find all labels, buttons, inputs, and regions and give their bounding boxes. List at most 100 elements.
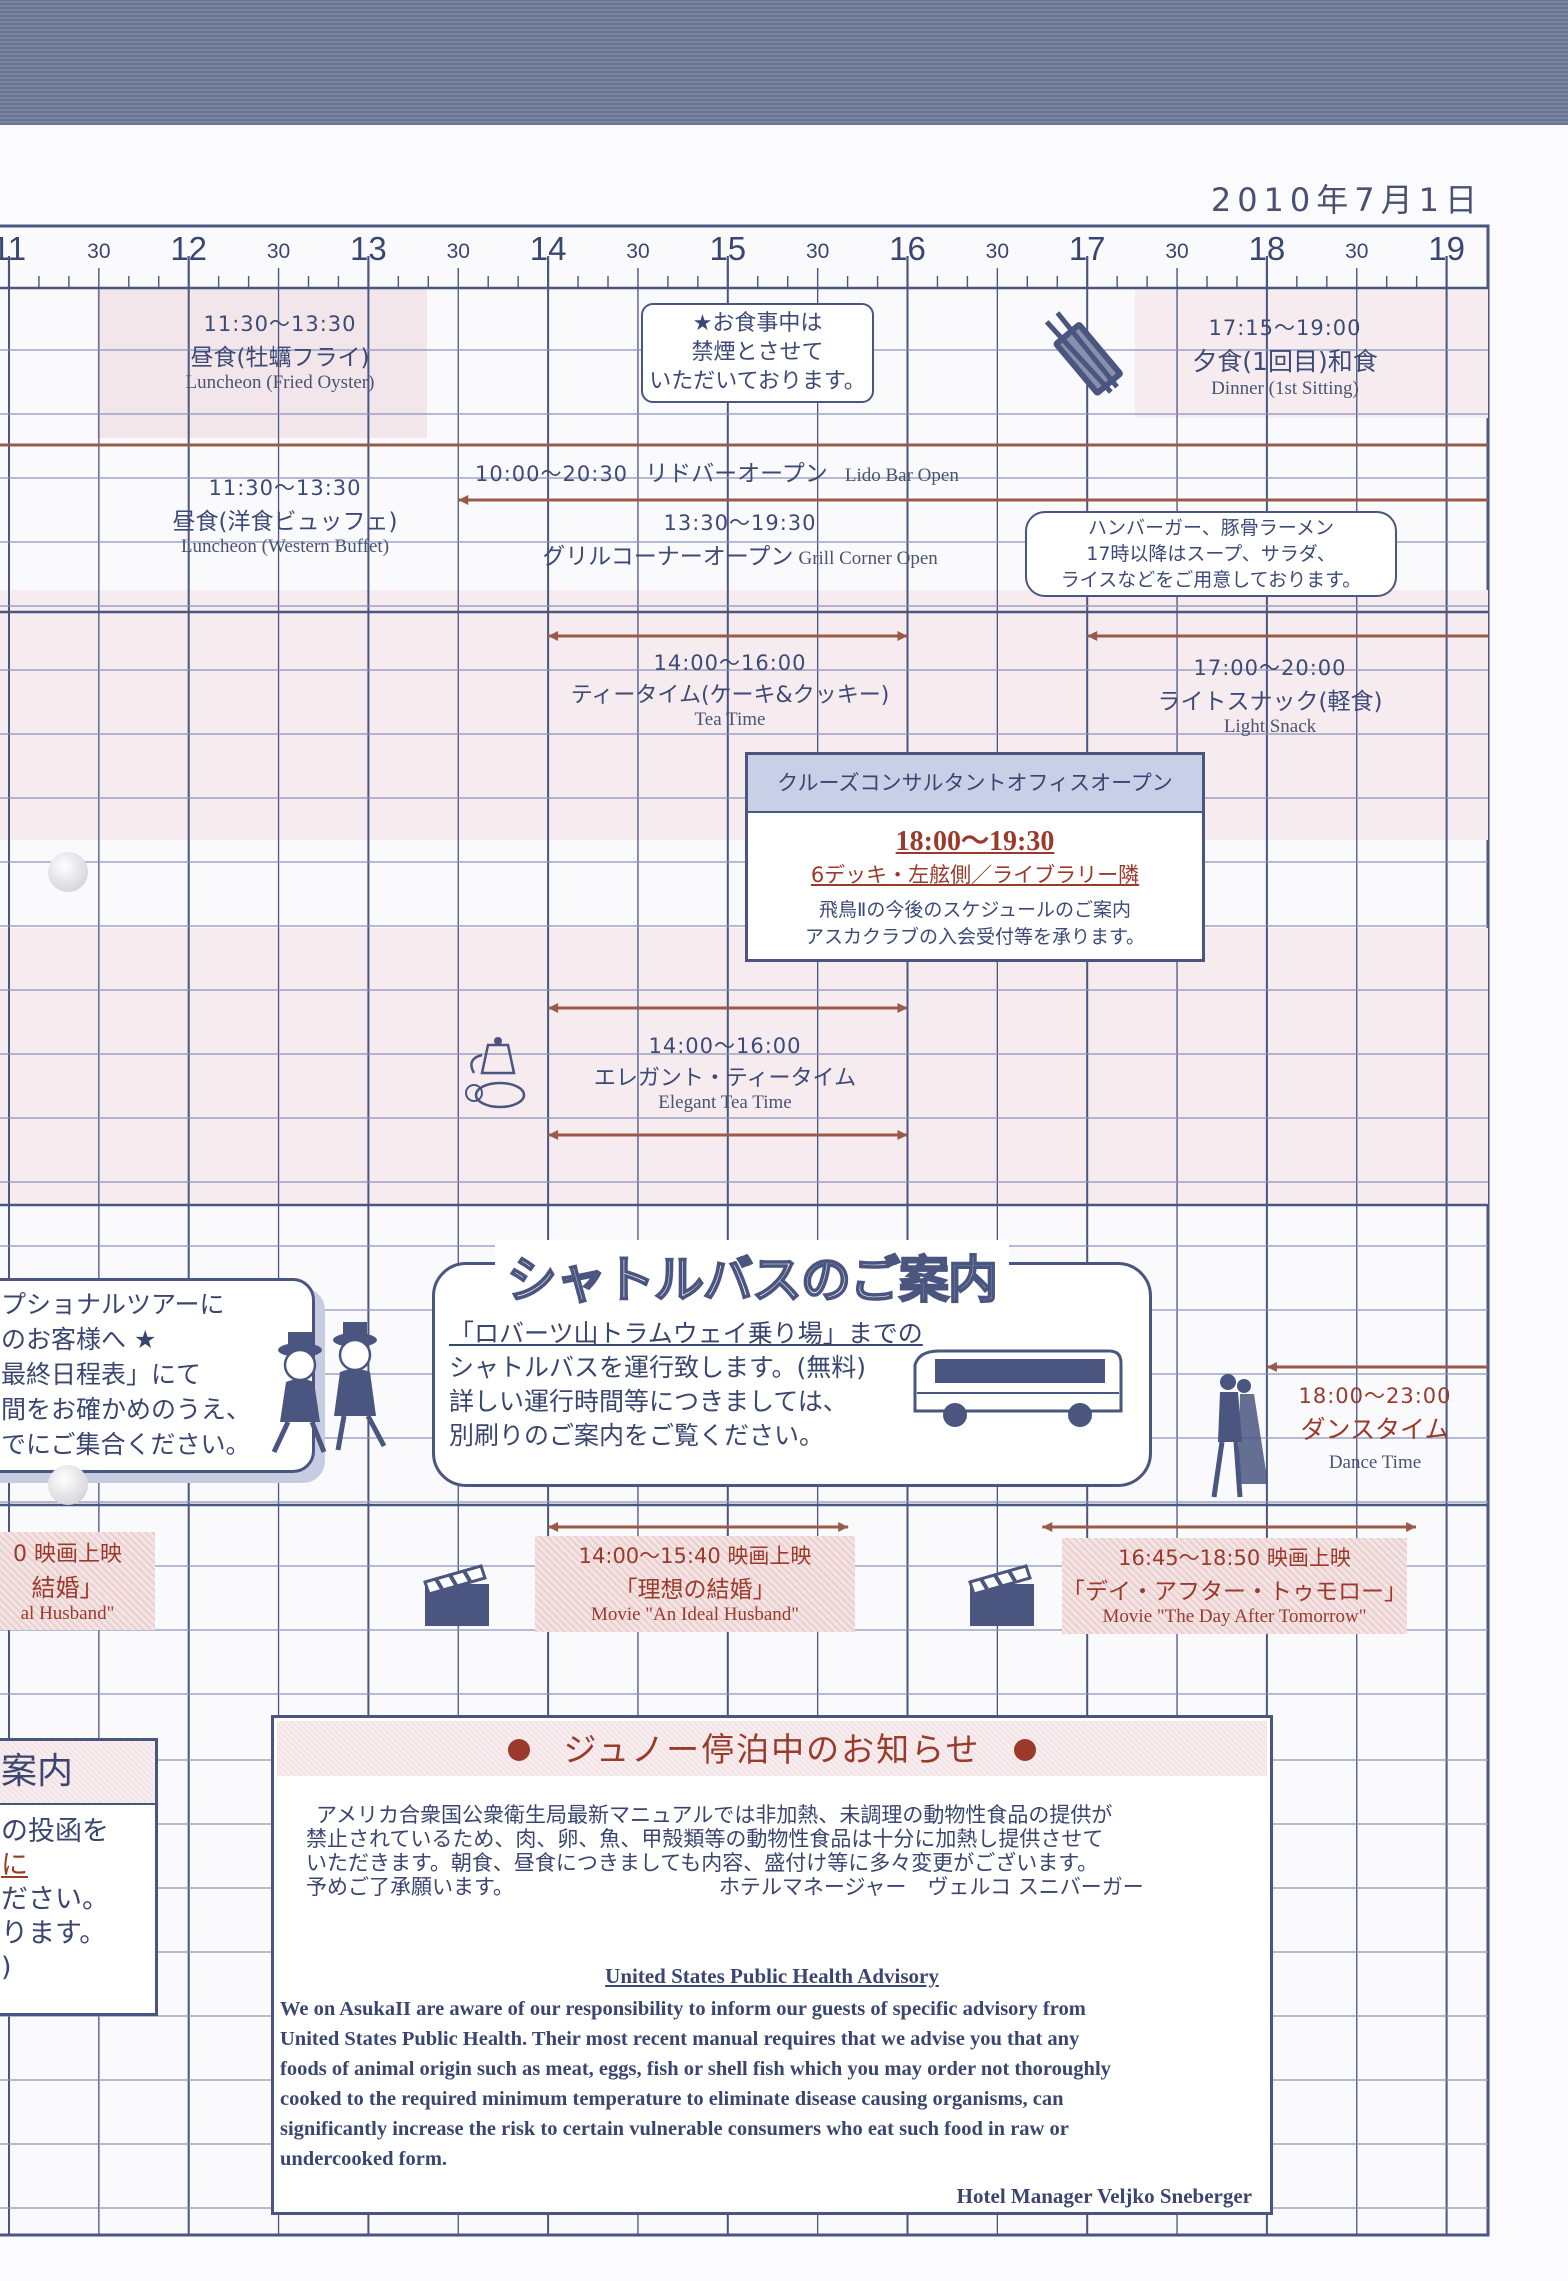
notice-en-title: United States Public Health Advisory <box>605 1964 939 1988</box>
movie1-l1: 0 映画上映 <box>13 1542 122 1567</box>
hour-label: 14 <box>530 230 567 267</box>
half-hour-label: 30 <box>1345 240 1368 263</box>
dance-time-time: 18:00～23:00 <box>1298 1384 1452 1408</box>
luncheon-oyster-time: 11:30～13:30 <box>203 312 357 336</box>
half-hour-label: 30 <box>1165 240 1188 263</box>
movie1-l2: 結婚」 <box>31 1574 104 1602</box>
no-smoking-l2: 禁煙とさせて <box>691 340 824 365</box>
movie3-box: 16:45～18:50 映画上映 「デイ・アフター・トゥモロー」 Movie "… <box>1062 1538 1407 1634</box>
shuttle-l2: シャトルバスを運行致します。(無料) <box>449 1353 867 1382</box>
grill-note-l2: 17時以降はスープ、サラダ、 <box>1086 543 1336 565</box>
left-info-l1: の投函を <box>1 1816 109 1847</box>
teapot-icon <box>465 1037 526 1109</box>
clapperboard-icon <box>968 1564 1034 1626</box>
half-hour-label: 30 <box>806 240 829 263</box>
consultant-box: クルーズコンサルタントオフィスオープン 18:00～19:30 6デッキ・左舷側… <box>745 752 1205 962</box>
grill-note-l3: ライスなどをご用意しております。 <box>1060 569 1362 591</box>
movie3-l1: 16:45～18:50 映画上映 <box>1118 1546 1351 1570</box>
tour-l5: でにご集合ください。 <box>1 1430 251 1459</box>
shuttle-title: シャトルバスのご案内 <box>495 1240 1009 1312</box>
dinner: 17:15～19:00 夕食(1回目)和食 Dinner (1st Sittin… <box>1140 312 1430 400</box>
light-snack-time: 17:00～20:00 <box>1193 656 1347 680</box>
left-info-l3: ださい。 <box>1 1884 109 1915</box>
punch-hole <box>48 852 88 892</box>
elegant-tea-en: Elegant Tea Time <box>658 1092 792 1113</box>
notice-en-sign: Hotel Manager Veljko Sneberger <box>956 2184 1252 2208</box>
hour-label: 13 <box>350 230 387 267</box>
hour-label: 18 <box>1249 230 1286 267</box>
event-band <box>0 928 1488 1205</box>
notice-en6: undercooked form. <box>280 2148 448 2170</box>
light-snack-en: Light Snack <box>1223 716 1317 737</box>
luncheon-buffet-en: Luncheon (Western Buffet) <box>180 536 390 557</box>
chopsticks-icon <box>1044 311 1123 396</box>
movie1-box: 0 映画上映 結婚」 al Husband" <box>0 1532 155 1630</box>
left-info-l2: に <box>1 1850 28 1881</box>
hour-label: 17 <box>1069 230 1106 267</box>
movie3-l2: 「デイ・アフター・トゥモロー」 <box>1062 1579 1407 1605</box>
notice-en1: We on AsukaII are aware of our responsib… <box>280 1998 1086 2020</box>
lido-bar-time: 10:00～20:30 <box>475 462 629 486</box>
notice-title-bar: ジュノー停泊中のお知らせ <box>277 1721 1267 1776</box>
dance-time-en: Dance Time <box>1328 1452 1422 1473</box>
tour-l3: 最終日程表」にて <box>1 1360 202 1389</box>
dance-time-jp: ダンスタイム <box>1300 1415 1450 1444</box>
bus-icon <box>913 1349 1123 1427</box>
notice-jp2: 禁止されているため、肉、卵、魚、甲殻類等の動物性食品は十分に加熱し提供させて <box>306 1827 1104 1851</box>
luncheon-oyster: 11:30～13:30 昼食(牡蠣フライ) Luncheon (Fried Oy… <box>150 308 410 394</box>
tour-box: プショナルツアーに のお客様へ ★ 最終日程表」にて 間をお確かめのうえ、 でに… <box>0 1278 315 1473</box>
half-hour-label: 30 <box>626 240 649 263</box>
notice-bullet-icon <box>508 1738 531 1761</box>
elegant-tea-time: 14:00～16:00 <box>648 1034 802 1058</box>
notice-jp3: いただきます。朝食、昼食につきましても内容、盛付け等に多々変更がございます。 <box>306 1851 1099 1875</box>
movie1-l3: al Husband" <box>20 1603 115 1624</box>
notice-box: ジュノー停泊中のお知らせ アメリカ合衆国公衆衛生局最新マニュアルでは非加熱、未調… <box>271 1715 1273 2215</box>
hour-label: 11 <box>0 230 26 267</box>
left-info-l5: ) <box>1 1952 12 1983</box>
movie3-l3: Movie "The Day After Tomorrow" <box>1102 1606 1367 1627</box>
shuttle-l1: 「ロバーツ山トラムウェイ乗り場」までの <box>449 1319 923 1348</box>
half-hour-label: 30 <box>986 240 1009 263</box>
notice-jp4: 予めご了承願います。 <box>306 1875 514 1899</box>
elegant-tea-jp: エレガント・ティータイム <box>593 1066 857 1091</box>
dancers-icon <box>1211 1374 1268 1498</box>
dinner-time: 17:15～19:00 <box>1208 316 1362 340</box>
movie2-l2: 「理想の結婚」 <box>614 1577 776 1603</box>
dinner-en: Dinner (1st Sitting) <box>1211 378 1359 399</box>
left-info-box: 案内 の投函を に ださい。 ります。 ) <box>0 1738 158 2016</box>
dance-time: 18:00～23:00 ダンスタイム Dance Time <box>1265 1380 1485 1474</box>
no-smoking-l1: ★お食事中は <box>692 311 823 336</box>
notice-jp1: アメリカ合衆国公衆衛生局最新マニュアルでは非加熱、未調理の動物性食品の提供が <box>316 1803 1113 1827</box>
consultant-place: 6デッキ・左舷側／ライブラリー隣 <box>810 863 1140 887</box>
grill-note-l1: ハンバーガー、豚骨ラーメン <box>1087 517 1335 539</box>
date-text: 2010年7月1日 <box>1210 181 1483 219</box>
luncheon-oyster-jp: 昼食(牡蠣フライ) <box>190 345 370 371</box>
luncheon-oyster-en: Luncheon (Fried Oyster) <box>185 372 375 393</box>
tea-time: 14:00～16:00 ティータイム(ケーキ&クッキー) Tea Time <box>560 647 900 731</box>
movie2-l1: 14:00～15:40 映画上映 <box>578 1544 812 1568</box>
consultant-l2: アスカクラブの入会受付等を承ります。 <box>804 926 1146 948</box>
travelers-icon <box>271 1322 387 1454</box>
elegant-tea: 14:00～16:00 エレガント・ティータイム Elegant Tea Tim… <box>575 1030 875 1114</box>
hour-label: 19 <box>1428 230 1465 267</box>
hour-label: 16 <box>889 230 926 267</box>
light-snack-jp: ライトスナック(軽食) <box>1157 689 1383 715</box>
grill-time: 13:30～19:30 <box>663 511 817 535</box>
tea-time-en: Tea Time <box>694 709 766 730</box>
top-band <box>0 0 1568 125</box>
consultant-title: クルーズコンサルタントオフィスオープン <box>748 755 1202 813</box>
shuttle-l3: 詳しい運行時間等につきましては、 <box>449 1387 848 1416</box>
hour-label: 12 <box>170 230 207 267</box>
luncheon-buffet-jp: 昼食(洋食ビュッフェ) <box>172 509 398 535</box>
half-hour-label: 30 <box>447 240 470 263</box>
notice-en4: cooked to the required minimum temperatu… <box>280 2088 1064 2110</box>
consultant-time: 18:00～19:30 <box>895 826 1055 857</box>
light-snack: 17:00～20:00 ライトスナック(軽食) Light Snack <box>1120 652 1420 738</box>
tour-l1: プショナルツアーに <box>1 1290 225 1319</box>
lido-bar: 10:00～20:30 リドバーオープン Lido Bar Open <box>475 454 959 488</box>
hour-label: 15 <box>709 230 746 267</box>
tea-time-time: 14:00～16:00 <box>653 651 807 675</box>
notice-bullet-icon <box>1013 1738 1036 1761</box>
grill-en: Grill Corner Open <box>798 548 938 569</box>
grill-note-bubble: ハンバーガー、豚骨ラーメン 17時以降はスープ、サラダ、 ライスなどをご用意して… <box>1025 511 1397 597</box>
